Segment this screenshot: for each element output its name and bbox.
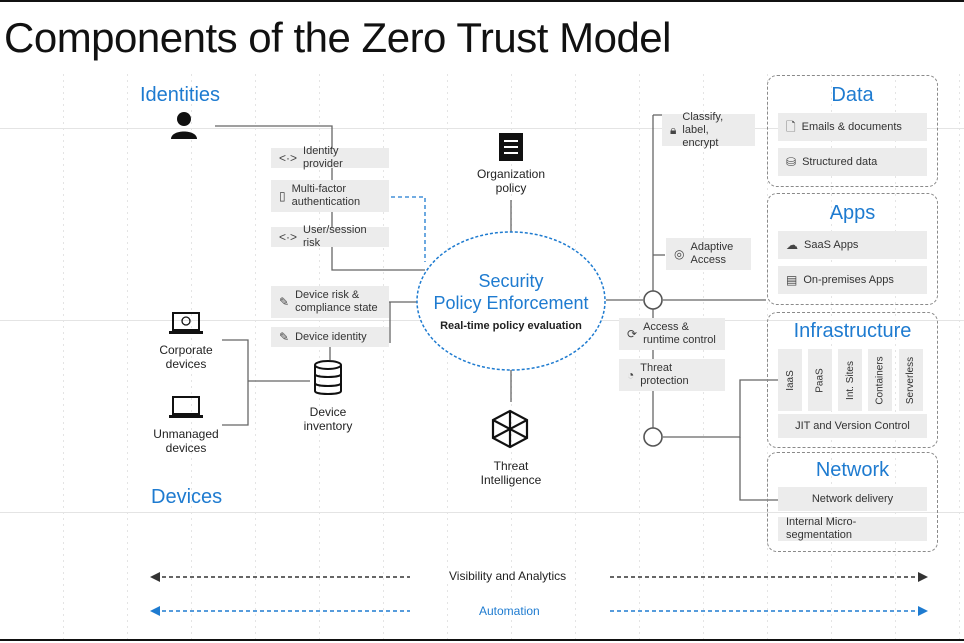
- code-arrows-icon: <·>: [279, 150, 298, 165]
- saas-apps-item: ☁ SaaS Apps: [778, 231, 927, 259]
- organization-policy-label: Organization policy: [476, 167, 546, 195]
- identities-heading: Identities: [140, 84, 221, 106]
- laptop-icon: [168, 396, 204, 425]
- classify-item: 🔒︎ Classify, label, encrypt: [662, 111, 755, 149]
- containers-tile: Containers: [868, 349, 892, 411]
- pencil-icon: ✎: [279, 329, 290, 344]
- threat-intelligence-label: Threat Intelligence: [480, 459, 542, 487]
- structured-data-label: Structured data: [802, 155, 878, 168]
- radar-icon: ◔: [627, 367, 635, 382]
- emails-documents-item: 🗋︎ Emails & documents: [778, 113, 927, 141]
- iaas-label: IaaS: [784, 369, 796, 391]
- structured-data-item: ⛁ Structured data: [778, 148, 927, 176]
- document-icon: 🗋︎: [786, 119, 796, 134]
- containers-label: Containers: [874, 355, 886, 405]
- device-identity-item: ✎ Device identity: [271, 327, 389, 347]
- identity-provider-label: Identity provider: [303, 145, 343, 170]
- emails-documents-label: Emails & documents: [801, 120, 902, 133]
- paas-label: PaaS: [814, 367, 826, 393]
- serverless-tile: Serverless: [899, 349, 923, 411]
- pencil-icon: ✎: [279, 294, 290, 309]
- database-icon: ⛁: [786, 154, 797, 169]
- corporate-devices-label: Corporate devices: [159, 343, 213, 371]
- device-identity-label: Device identity: [295, 330, 367, 343]
- serverless-label: Serverless: [905, 356, 917, 404]
- data-heading: Data: [831, 84, 874, 106]
- monitor-refresh-icon: ⟳: [627, 326, 638, 341]
- jit-version-control-item: JIT and Version Control: [778, 414, 927, 438]
- network-panel: Network Network delivery Internal Micro-…: [767, 452, 938, 552]
- unmanaged-devices-label: Unmanaged devices: [153, 427, 219, 455]
- device-risk-label: Device risk & compliance state: [295, 289, 378, 314]
- iaas-tile: IaaS: [778, 349, 802, 411]
- infrastructure-panel: Infrastructure IaaS PaaS Int. Sites Cont…: [767, 312, 938, 448]
- device-inventory-label: Device inventory: [303, 405, 353, 433]
- adaptive-access-label: Adaptive Access: [690, 241, 734, 266]
- classify-label: Classify, label, encrypt: [682, 110, 724, 149]
- micro-segmentation-item: Internal Micro-segmentation: [778, 516, 927, 541]
- user-session-risk-label: User/session risk: [303, 224, 367, 249]
- page-title: Components of the Zero Trust Model: [4, 14, 672, 61]
- document-icon: [498, 132, 524, 167]
- network-delivery-item: Network delivery: [778, 487, 927, 511]
- top-rule: [0, 0, 964, 2]
- person-icon: [170, 110, 198, 145]
- phone-icon: ▯: [279, 188, 286, 203]
- security-policy-enforcement-title: Security Policy Enforcement: [433, 271, 589, 313]
- laptop-icon: [168, 312, 204, 341]
- visibility-analytics-label: Visibility and Analytics: [443, 569, 573, 583]
- int-sites-tile: Int. Sites: [838, 349, 862, 411]
- infrastructure-heading: Infrastructure: [793, 320, 912, 342]
- device-risk-item: ✎ Device risk & compliance state: [271, 286, 389, 318]
- network-delivery-label: Network delivery: [811, 492, 894, 505]
- realtime-policy-label: Real-time policy evaluation: [440, 320, 582, 332]
- fingerprint-icon: ◎: [674, 246, 685, 261]
- apps-heading: Apps: [829, 202, 876, 224]
- mfa-label: Multi-factor authentication: [291, 183, 361, 208]
- apps-panel: Apps ☁ SaaS Apps ▤ On-premises Apps: [767, 193, 938, 305]
- on-premises-apps-item: ▤ On-premises Apps: [778, 266, 927, 294]
- micro-segmentation-label: Internal Micro-segmentation: [786, 516, 857, 541]
- int-sites-label: Int. Sites: [844, 360, 856, 400]
- jit-version-control-label: JIT and Version Control: [795, 419, 910, 432]
- cloud-icon: ☁: [786, 237, 798, 252]
- automation-label: Automation: [473, 604, 546, 618]
- paas-tile: PaaS: [808, 349, 832, 411]
- saas-apps-label: SaaS Apps: [804, 238, 859, 251]
- devices-heading: Devices: [151, 486, 223, 508]
- threat-protection-item: ◔ Threat protection: [619, 359, 725, 391]
- database-icon: [312, 360, 344, 401]
- threat-protection-label: Threat protection: [640, 362, 689, 387]
- code-arrows-icon: <·>: [279, 229, 298, 244]
- bottom-rule: [0, 639, 964, 641]
- mfa-item: ▯ Multi-factor authentication: [271, 180, 389, 212]
- lock-icon: 🔒︎: [670, 122, 677, 137]
- on-premises-apps-label: On-premises Apps: [803, 273, 894, 286]
- access-runtime-label: Access & runtime control: [643, 321, 716, 346]
- identity-provider-item: <·> Identity provider: [271, 145, 389, 170]
- adaptive-access-item: ◎ Adaptive Access: [666, 238, 751, 270]
- access-runtime-item: ⟳ Access & runtime control: [619, 318, 725, 350]
- server-icon: ▤: [786, 272, 798, 287]
- network-cube-icon: [489, 408, 531, 455]
- data-panel: Data 🗋︎ Emails & documents ⛁ Structured …: [767, 75, 938, 187]
- user-session-risk-item: <·> User/session risk: [271, 224, 389, 249]
- network-heading: Network: [815, 459, 890, 481]
